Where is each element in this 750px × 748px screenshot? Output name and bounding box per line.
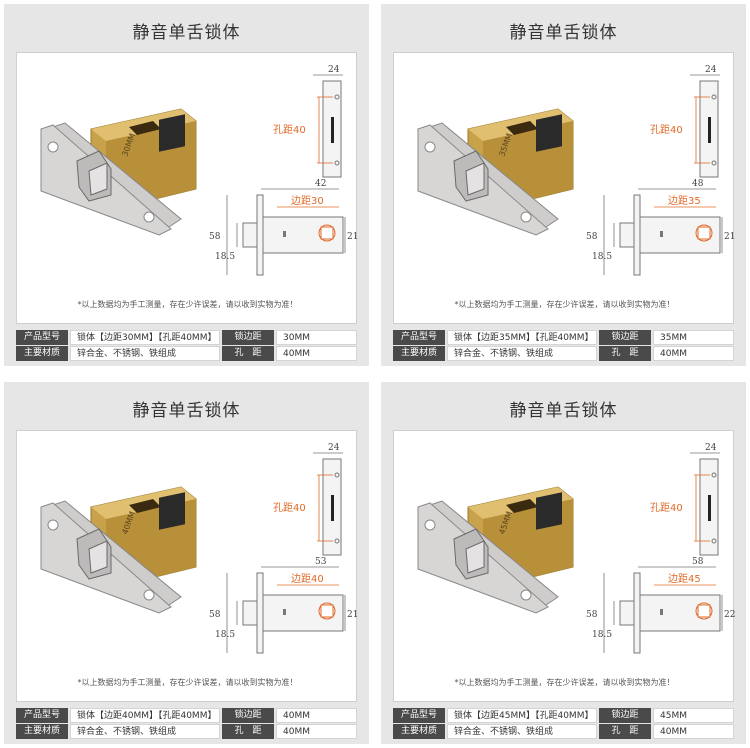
spec-table: 产品型号 锁体【边距40MM】【孔距40MM】 锁边距 40MM 主要材质 锌合… xyxy=(16,708,357,740)
dimension-diagram: 24 孔距40 48 边距35 58 xyxy=(586,65,735,276)
panel-title: 静音单舌锁体 xyxy=(509,401,618,421)
edge-distance-label: 边距30 xyxy=(291,195,324,207)
top-width-label: 24 xyxy=(328,443,340,453)
lock-body-illustration: 40MM xyxy=(40,486,197,614)
hole-distance-label: 孔距40 xyxy=(650,502,683,514)
edge-label: 锁边距 xyxy=(599,330,651,345)
hole-value: 40MM xyxy=(653,724,734,739)
panel-title: 静音单舌锁体 xyxy=(132,401,241,421)
inner-height-label: 18.5 xyxy=(592,630,612,640)
spec-row: 主要材质 锌合金、不锈钢、铁组成 孔 距 40MM xyxy=(393,724,734,739)
edge-distance-label: 边距45 xyxy=(668,573,701,585)
left-height-label: 58 xyxy=(209,232,221,242)
measurement-note: *以上数据均为手工测量，存在少许误差，请以收到实物为准！ xyxy=(77,300,298,309)
product-panel: 静音单舌锁体 40MM xyxy=(4,382,369,744)
measurement-note: *以上数据均为手工测量，存在少许误差，请以收到实物为准！ xyxy=(77,678,298,687)
width-label: 58 xyxy=(692,557,704,567)
edge-distance-label: 边距40 xyxy=(291,573,324,585)
hole-label: 孔 距 xyxy=(599,346,651,361)
inner-height-label: 18.5 xyxy=(215,252,235,262)
spec-row: 产品型号 锁体【边距45MM】【孔距40MM】 锁边距 45MM xyxy=(393,708,734,723)
left-height-label: 58 xyxy=(586,610,598,620)
edge-value: 45MM xyxy=(653,708,734,723)
spec-row: 主要材质 锌合金、不锈钢、铁组成 孔 距 40MM xyxy=(16,346,357,361)
edge-label: 锁边距 xyxy=(222,330,274,345)
material-value: 锌合金、不锈钢、铁组成 xyxy=(447,346,597,361)
spec-row: 产品型号 锁体【边距30MM】【孔距40MM】 锁边距 30MM xyxy=(16,330,357,345)
hole-value: 40MM xyxy=(276,346,357,361)
product-panel: 静音单舌锁体 45MM xyxy=(381,382,746,744)
edge-distance-label: 边距35 xyxy=(668,195,701,207)
product-card: 35MM 24 xyxy=(393,52,735,324)
material-label: 主要材质 xyxy=(16,724,68,739)
hole-label: 孔 距 xyxy=(222,724,274,739)
spec-row: 产品型号 锁体【边距40MM】【孔距40MM】 锁边距 40MM xyxy=(16,708,357,723)
model-value: 锁体【边距40MM】【孔距40MM】 xyxy=(70,708,220,723)
model-label: 产品型号 xyxy=(393,330,445,345)
hole-distance-label: 孔距40 xyxy=(273,124,306,136)
panel-title: 静音单舌锁体 xyxy=(509,23,618,43)
panel-title: 静音单舌锁体 xyxy=(132,23,241,43)
width-label: 53 xyxy=(315,557,327,567)
edge-label: 锁边距 xyxy=(599,708,651,723)
left-height-label: 58 xyxy=(586,232,598,242)
spec-table: 产品型号 锁体【边距45MM】【孔距40MM】 锁边距 45MM 主要材质 锌合… xyxy=(393,708,734,740)
lock-body-illustration: 30MM xyxy=(40,108,197,236)
spec-table: 产品型号 锁体【边距35MM】【孔距40MM】 锁边距 35MM 主要材质 锌合… xyxy=(393,330,734,362)
spec-row: 主要材质 锌合金、不锈钢、铁组成 孔 距 40MM xyxy=(16,724,357,739)
top-width-label: 24 xyxy=(328,65,340,75)
model-label: 产品型号 xyxy=(16,330,68,345)
hole-label: 孔 距 xyxy=(222,346,274,361)
material-label: 主要材质 xyxy=(393,346,445,361)
spec-row: 产品型号 锁体【边距35MM】【孔距40MM】 锁边距 35MM xyxy=(393,330,734,345)
material-label: 主要材质 xyxy=(393,724,445,739)
product-card: 40MM 24 xyxy=(16,430,358,702)
hole-distance-label: 孔距40 xyxy=(650,124,683,136)
dimension-diagram: 24 孔距40 42 边距30 58 xyxy=(209,65,358,276)
measurement-note: *以上数据均为手工测量，存在少许误差，请以收到实物为准！ xyxy=(454,300,675,309)
lock-body-illustration: 45MM xyxy=(417,486,574,614)
top-width-label: 24 xyxy=(705,443,717,453)
material-value: 锌合金、不锈钢、铁组成 xyxy=(70,346,220,361)
hole-value: 40MM xyxy=(653,346,734,361)
lock-body-illustration: 35MM xyxy=(417,108,574,236)
edge-label: 锁边距 xyxy=(222,708,274,723)
edge-value: 40MM xyxy=(276,708,357,723)
inner-height-label: 18.5 xyxy=(592,252,612,262)
hole-value: 40MM xyxy=(276,724,357,739)
material-value: 锌合金、不锈钢、铁组成 xyxy=(447,724,597,739)
product-card: 30MM 24 xyxy=(16,52,358,324)
left-height-label: 58 xyxy=(209,610,221,620)
right-height-label: 21 xyxy=(724,232,735,242)
inner-height-label: 18.5 xyxy=(215,630,235,640)
model-value: 锁体【边距45MM】【孔距40MM】 xyxy=(447,708,597,723)
product-panel: 静音单舌锁体 35MM xyxy=(381,4,746,366)
spec-table: 产品型号 锁体【边距30MM】【孔距40MM】 锁边距 30MM 主要材质 锌合… xyxy=(16,330,357,362)
hole-distance-label: 孔距40 xyxy=(273,502,306,514)
spec-row: 主要材质 锌合金、不锈钢、铁组成 孔 距 40MM xyxy=(393,346,734,361)
edge-value: 30MM xyxy=(276,330,357,345)
material-label: 主要材质 xyxy=(16,346,68,361)
model-label: 产品型号 xyxy=(16,708,68,723)
model-label: 产品型号 xyxy=(393,708,445,723)
model-value: 锁体【边距35MM】【孔距40MM】 xyxy=(447,330,597,345)
width-label: 48 xyxy=(692,179,704,189)
edge-value: 35MM xyxy=(653,330,734,345)
right-height-label: 22 xyxy=(724,610,735,620)
model-value: 锁体【边距30MM】【孔距40MM】 xyxy=(70,330,220,345)
dimension-diagram: 24 孔距40 53 边距40 58 xyxy=(209,443,358,654)
product-card: 45MM 24 xyxy=(393,430,735,702)
product-panel: 静音单舌锁体 30MM xyxy=(4,4,369,366)
top-width-label: 24 xyxy=(705,65,717,75)
measurement-note: *以上数据均为手工测量，存在少许误差，请以收到实物为准！ xyxy=(454,678,675,687)
right-height-label: 21 xyxy=(347,610,358,620)
dimension-diagram: 24 孔距40 58 边距45 58 xyxy=(586,443,735,654)
material-value: 锌合金、不锈钢、铁组成 xyxy=(70,724,220,739)
hole-label: 孔 距 xyxy=(599,724,651,739)
right-height-label: 21 xyxy=(347,232,358,242)
width-label: 42 xyxy=(315,179,326,189)
